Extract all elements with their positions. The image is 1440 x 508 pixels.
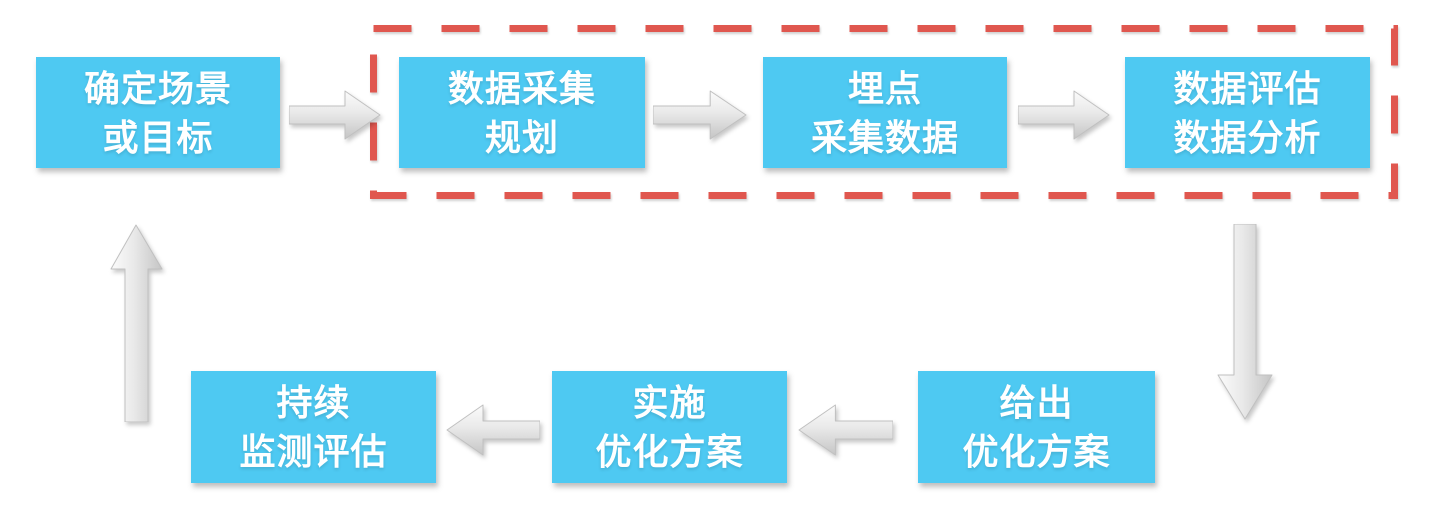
flow-node-tracking-and-collect: 埋点 采集数据: [763, 57, 1007, 168]
arrow-left-icon: [446, 404, 540, 456]
flow-node-define-goal: 确定场景 或目标: [36, 57, 280, 168]
node-label-line: 实施: [632, 382, 707, 423]
node-label-line: 优化方案: [962, 431, 1111, 472]
node-label-line: 埋点: [847, 67, 922, 109]
flow-node-continuous-monitoring: 持续 监测评估: [191, 371, 436, 483]
node-label-line: 数据评估: [1173, 67, 1322, 109]
arrow-up-icon: [110, 224, 163, 422]
flow-node-data-collection-planning: 数据采集 规划: [399, 57, 645, 168]
arrow-right-icon: [653, 90, 747, 140]
arrow-right-icon: [289, 90, 381, 140]
arrow-down-icon: [1217, 224, 1273, 420]
arrow-right-icon: [1018, 90, 1110, 140]
node-label-line: 数据采集: [447, 67, 596, 109]
arrow-left-icon: [798, 404, 893, 456]
node-label-line: 优化方案: [595, 431, 744, 472]
node-label-line: 给出: [999, 382, 1074, 423]
node-label-line: 或目标: [102, 116, 214, 158]
flow-node-evaluate-analyze: 数据评估 数据分析: [1125, 57, 1370, 168]
node-label-line: 数据分析: [1173, 116, 1322, 158]
node-label-line: 规划: [484, 116, 559, 158]
node-label-line: 采集数据: [810, 116, 959, 158]
node-label-line: 持续: [276, 382, 351, 423]
dashed-highlight-frame: [370, 25, 1398, 199]
flow-node-implement-optimization: 实施 优化方案: [552, 371, 787, 483]
node-label-line: 确定场景: [83, 67, 232, 109]
node-label-line: 监测评估: [239, 431, 388, 472]
flow-node-propose-optimization: 给出 优化方案: [918, 371, 1155, 483]
